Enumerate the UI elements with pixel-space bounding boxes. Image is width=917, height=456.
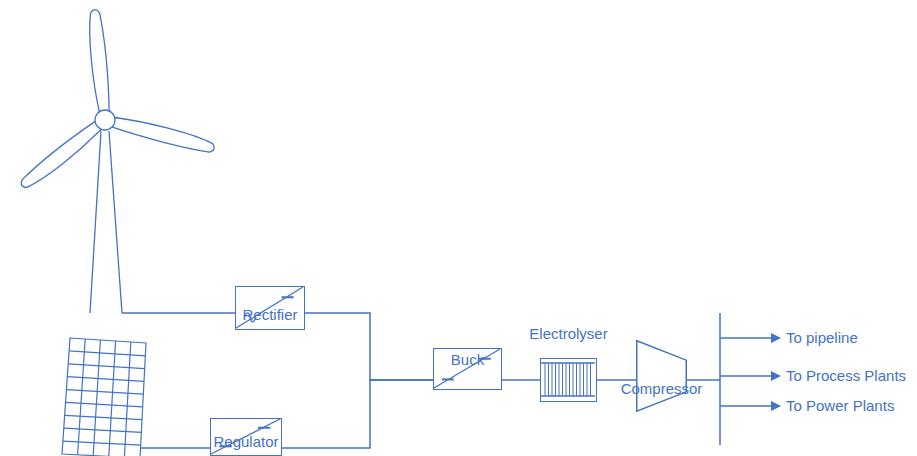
stack-cell [590, 363, 591, 396]
panel-grid [64, 428, 142, 432]
arrowhead [771, 401, 781, 411]
panel-grid [109, 341, 116, 456]
panel-grid [124, 342, 130, 456]
node-graphic [541, 359, 595, 400]
compressor-shape: Compressor [636, 340, 687, 412]
panel-frame [62, 338, 146, 456]
panel-grid [66, 402, 143, 406]
turbine-blade [112, 114, 216, 155]
stack-cell [569, 363, 570, 396]
stack-cell [573, 363, 574, 396]
component-label: Regulator [213, 433, 278, 451]
stack-cell [566, 363, 567, 396]
arrowheads [771, 333, 781, 411]
turbine-blade [87, 9, 111, 112]
destination-label: To Power Plants [786, 397, 894, 415]
converter-diagonal [434, 349, 500, 388]
destination-label: To Process Plants [786, 367, 906, 385]
arrowhead [771, 333, 781, 343]
output-arrow [720, 337, 772, 339]
panel-grid [63, 441, 141, 445]
output-arrow [720, 375, 772, 377]
panel-grid [93, 340, 100, 456]
compressor-outline [637, 341, 687, 412]
rectifier-box: Rectifier [235, 286, 305, 330]
component-label: Electrolyser [529, 325, 607, 343]
wire-connector [282, 380, 433, 448]
dc-symbol [442, 378, 454, 380]
component-label: Buck [451, 351, 484, 369]
destination-label: To pipeline [786, 329, 858, 347]
panel-grid [68, 364, 144, 369]
component-label: Compressor [621, 380, 703, 398]
panel-grid [78, 339, 86, 455]
stack-cell [580, 363, 581, 396]
stack-cell [583, 363, 584, 396]
panel-grid [67, 377, 144, 382]
node-graphic [636, 340, 687, 412]
turbine-tower [109, 131, 122, 313]
panel-wire [140, 447, 211, 449]
turbine-blade [18, 121, 103, 192]
converter-diagonal [211, 419, 280, 454]
electrolyser-stack: Electrolyser [540, 358, 597, 402]
stack-cell [552, 363, 553, 396]
panel-grid [65, 415, 142, 419]
stack-cell [545, 363, 546, 396]
wire-connector [502, 379, 540, 381]
stack-cell [562, 363, 563, 396]
output-bus [719, 313, 721, 445]
panel-grid [69, 351, 145, 356]
converter-diagonal [236, 287, 303, 328]
stack-cell [548, 363, 549, 396]
wire-connector [305, 313, 433, 380]
stack-cell [587, 363, 588, 396]
turbine-tower [90, 131, 101, 313]
regulator-box: Regulator [210, 418, 282, 456]
buck-converter-box: Buck [433, 348, 502, 390]
solar-panel [62, 338, 146, 456]
stack-cell [555, 363, 556, 396]
wind-turbine [18, 9, 216, 313]
turbine-hub [95, 110, 115, 130]
turbine-wire [122, 312, 236, 314]
component-label: Rectifier [242, 306, 297, 324]
dc-symbol [258, 427, 270, 429]
dc-symbol [282, 296, 294, 298]
stack-cell [559, 363, 560, 396]
arrowhead [771, 371, 781, 381]
output-arrow [720, 405, 772, 407]
panel-grid [66, 390, 143, 395]
stack-cell [576, 363, 577, 396]
